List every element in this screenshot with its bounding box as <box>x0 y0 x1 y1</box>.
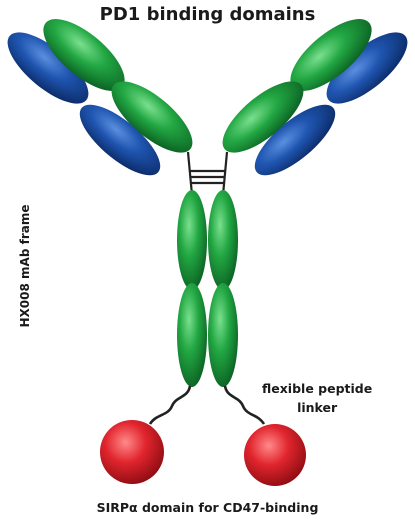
left-linker <box>150 386 190 424</box>
left-fc-lower <box>177 283 207 387</box>
linker-label-line2: linker <box>262 398 372 417</box>
mab-frame-label: HX008 mAb frame <box>18 196 32 336</box>
hinge-region <box>188 152 227 195</box>
left-fc-upper <box>177 190 207 290</box>
linker-label-line1: flexible peptide <box>262 379 372 398</box>
right-fc-upper <box>208 190 238 290</box>
sirpa-domain-label: SIRPα domain for CD47-binding <box>0 500 415 515</box>
right-fc-lower <box>208 283 238 387</box>
left-sirpa-domain <box>100 420 164 484</box>
right-linker <box>225 386 264 424</box>
diagram-title: PD1 binding domains <box>0 4 415 25</box>
right-sirpa-domain <box>244 424 306 486</box>
linker-label: flexible peptide linker <box>262 379 372 417</box>
